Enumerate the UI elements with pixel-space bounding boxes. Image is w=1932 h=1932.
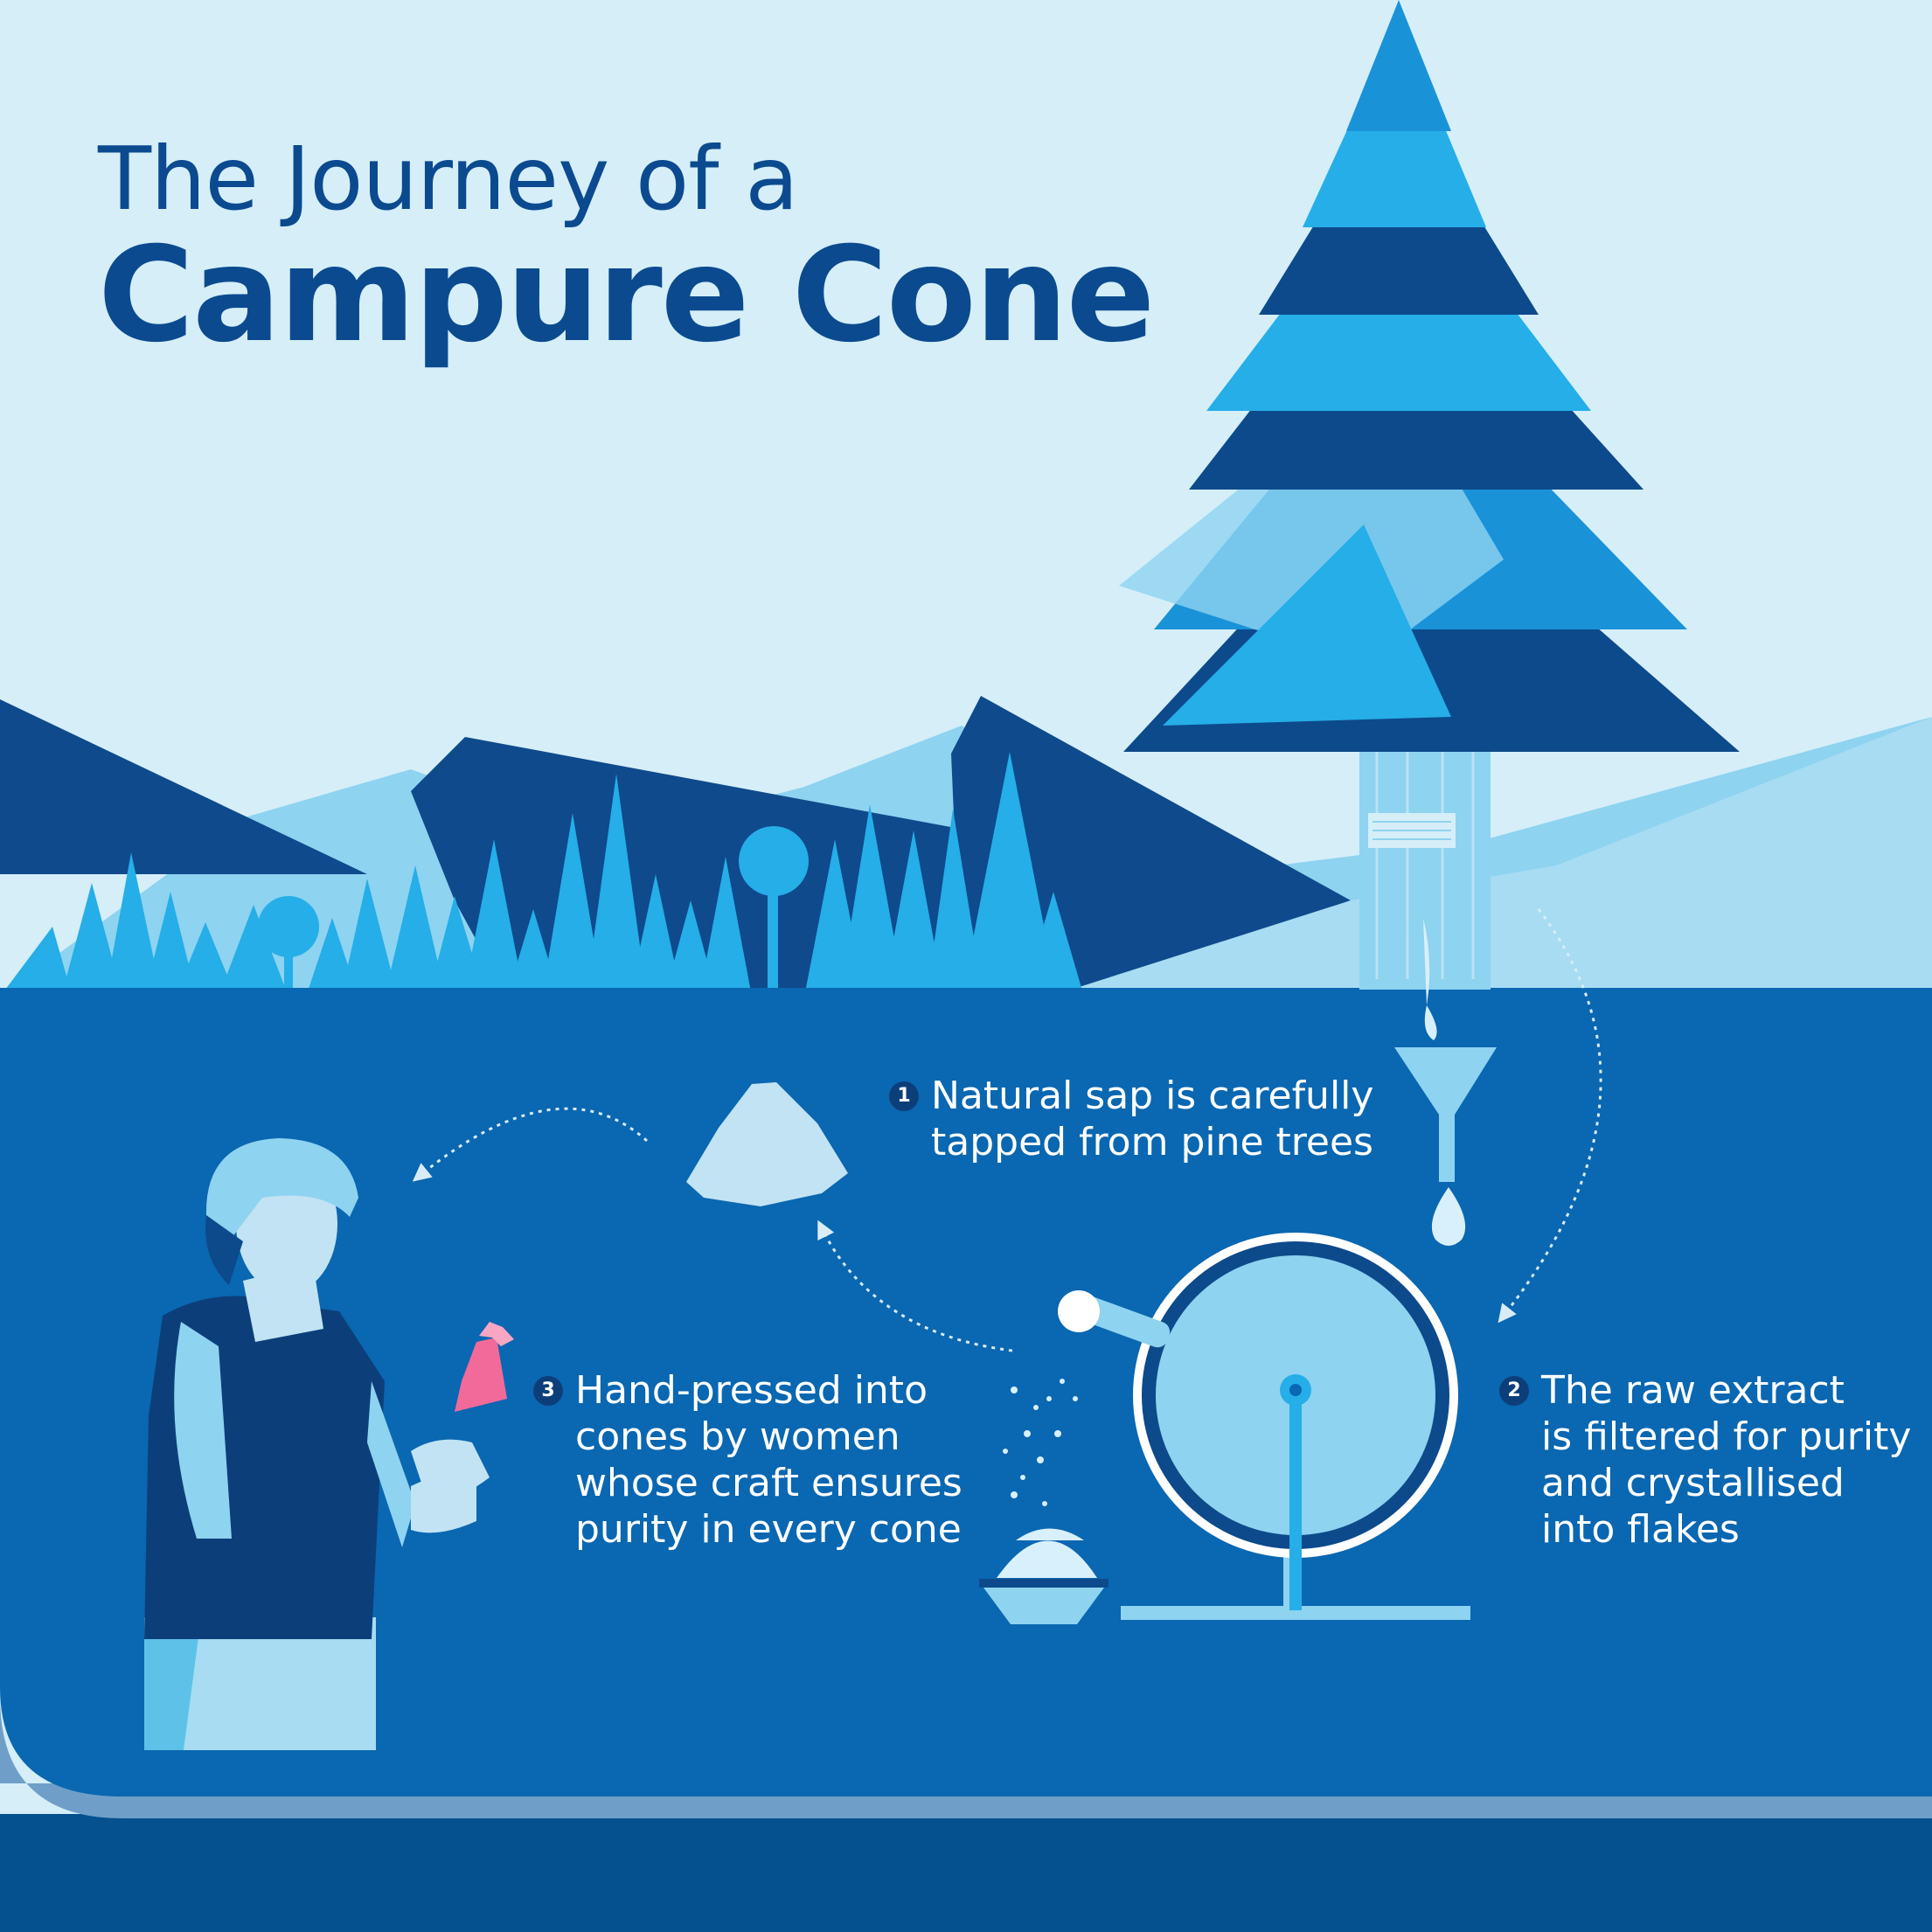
- step-3-line-4: purity in every cone: [575, 1507, 962, 1552]
- step-3-number-badge: 3: [533, 1376, 563, 1406]
- funnel-icon: [1394, 1047, 1497, 1182]
- step-3-caption: 3 Hand-pressed into cones by women whose…: [533, 1367, 963, 1553]
- step-2-line-1: The raw extract: [1541, 1368, 1845, 1413]
- step-3-line-1: Hand-pressed into: [575, 1368, 928, 1413]
- step-2-number-badge: 2: [1499, 1376, 1529, 1406]
- light-ridge: [1049, 717, 1932, 997]
- step-2-line-3: and crystallised: [1541, 1461, 1845, 1505]
- step-1-line-2: tapped from pine trees: [931, 1120, 1373, 1164]
- page-title: The Journey of a Campure Cone: [98, 128, 1155, 372]
- sap-drop-icon: [1431, 1187, 1466, 1246]
- step-2-line-2: is filtered for purity: [1541, 1414, 1912, 1459]
- title-line-1: The Journey of a: [98, 128, 799, 230]
- step-3-line-3: whose craft ensures: [575, 1461, 963, 1505]
- step-2-caption: 2 The raw extract is filtered for purity…: [1499, 1367, 1912, 1553]
- step-3-line-2: cones by women: [575, 1414, 900, 1459]
- flake-pile-icon: [686, 1082, 848, 1206]
- filter-wheel-icon: [1058, 1233, 1470, 1620]
- step-1-line-1: Natural sap is carefully: [931, 1074, 1374, 1118]
- forest-silhouette: [0, 752, 1084, 997]
- falling-flakes: [1003, 1379, 1078, 1506]
- bottom-band: [0, 1814, 1932, 1932]
- bowl-icon: [979, 1528, 1108, 1624]
- step-1-number-badge: 1: [889, 1081, 919, 1111]
- woman-artisan-icon: [144, 1138, 490, 1750]
- step-2-line-4: into flakes: [1541, 1507, 1740, 1552]
- title-line-2: Campure Cone: [98, 219, 1155, 372]
- pink-cone-icon: [455, 1322, 514, 1412]
- step-1-caption: 1 Natural sap is carefully tapped from p…: [889, 1073, 1374, 1165]
- process-arrows: [412, 908, 1602, 1352]
- dark-mountain-left: [0, 699, 367, 874]
- pine-tree-icon: [1119, 0, 1740, 990]
- sap-stream: [1423, 918, 1437, 1040]
